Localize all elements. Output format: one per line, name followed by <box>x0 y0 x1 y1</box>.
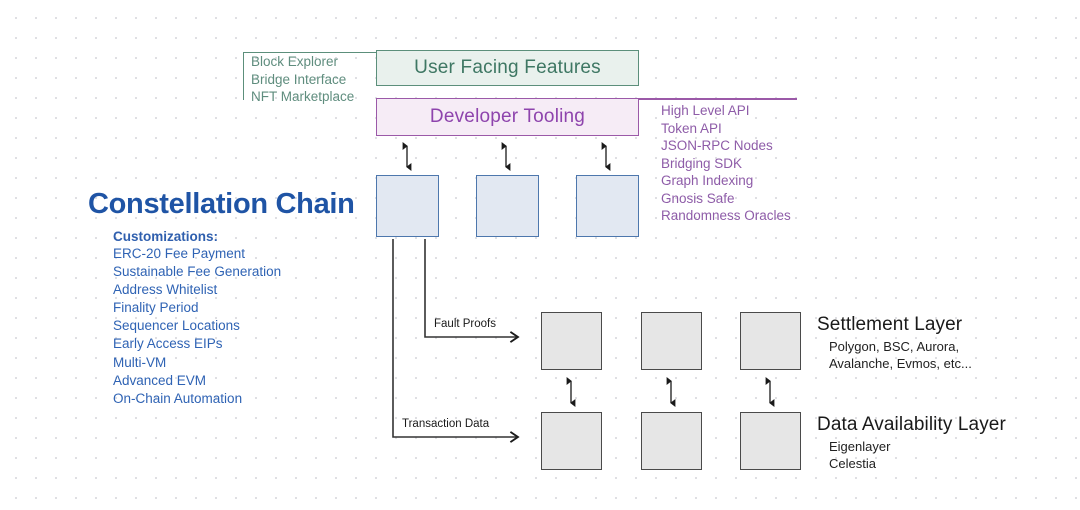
settlement-layer-line: Polygon, BSC, Aurora, <box>829 339 960 354</box>
user-facing-item: NFT Marketplace <box>251 89 355 104</box>
settlement-node-3 <box>740 312 801 370</box>
data-availability-layer-line: Celestia <box>829 456 876 471</box>
settlement-node-2 <box>641 312 702 370</box>
data-availability-layer-line: Eigenlayer <box>829 439 891 454</box>
transaction-data-label: Transaction Data <box>402 418 490 430</box>
customization-item: On-Chain Automation <box>113 390 243 406</box>
developer-tooling-item: Randomness Oracles <box>661 208 791 223</box>
data-availability-layer-subtitle: Eigenlayer Celestia <box>829 438 890 472</box>
developer-tooling-item: JSON-RPC Nodes <box>661 138 773 153</box>
da-node-2 <box>641 412 702 470</box>
developer-tooling-banner: Developer Tooling <box>376 98 639 136</box>
page-title: Constellation Chain <box>88 188 355 220</box>
developer-tooling-item: Token API <box>661 120 722 136</box>
settlement-layer-subtitle: Polygon, BSC, Aurora, Avalanche, Evmos, … <box>829 338 972 372</box>
settlement-node-1 <box>541 312 602 370</box>
developer-tooling-item: High Level API <box>661 103 750 118</box>
chain-node-1 <box>376 175 439 237</box>
customization-item: Multi-VM <box>113 354 167 370</box>
connector-transaction-data <box>392 239 520 443</box>
settlement-layer-title: Settlement Layer <box>817 314 963 335</box>
customization-item: ERC-20 Fee Payment <box>113 246 246 261</box>
fault-proofs-label: Fault Proofs <box>434 318 496 330</box>
connector-fault-proofs <box>424 239 520 343</box>
user-facing-item: Bridge Interface <box>251 71 347 87</box>
user-facing-leader-vertical <box>243 52 245 100</box>
user-facing-leader-horizontal <box>243 52 376 54</box>
customization-item: Sequencer Locations <box>113 318 240 334</box>
user-facing-item: Block Explorer <box>251 54 339 69</box>
developer-tooling-leader-horizontal <box>639 98 797 100</box>
customization-item: Address Whitelist <box>113 282 218 298</box>
developer-tooling-item: Graph Indexing <box>661 173 754 188</box>
customization-item: Advanced EVM <box>113 372 207 388</box>
data-availability-layer-title: Data Availability Layer <box>817 414 1006 435</box>
chain-node-2 <box>476 175 539 237</box>
chain-node-3 <box>576 175 639 237</box>
customization-item: Finality Period <box>113 300 199 316</box>
settlement-layer-line: Avalanche, Evmos, etc... <box>829 356 972 371</box>
customization-item: Early Access EIPs <box>113 336 223 352</box>
developer-tooling-item: Bridging SDK <box>661 155 743 171</box>
customizations-header: Customizations: <box>113 229 219 244</box>
customization-item: Sustainable Fee Generation <box>113 264 282 280</box>
developer-tooling-list: High Level API Token API JSON-RPC Nodes … <box>661 102 841 225</box>
user-facing-features-banner: User Facing Features <box>376 50 639 86</box>
da-node-3 <box>740 412 801 470</box>
customizations-list: ERC-20 Fee Payment Sustainable Fee Gener… <box>113 245 281 408</box>
developer-tooling-item: Gnosis Safe <box>661 190 735 206</box>
da-node-1 <box>541 412 602 470</box>
user-facing-features-list: Block Explorer Bridge Interface NFT Mark… <box>251 53 381 106</box>
